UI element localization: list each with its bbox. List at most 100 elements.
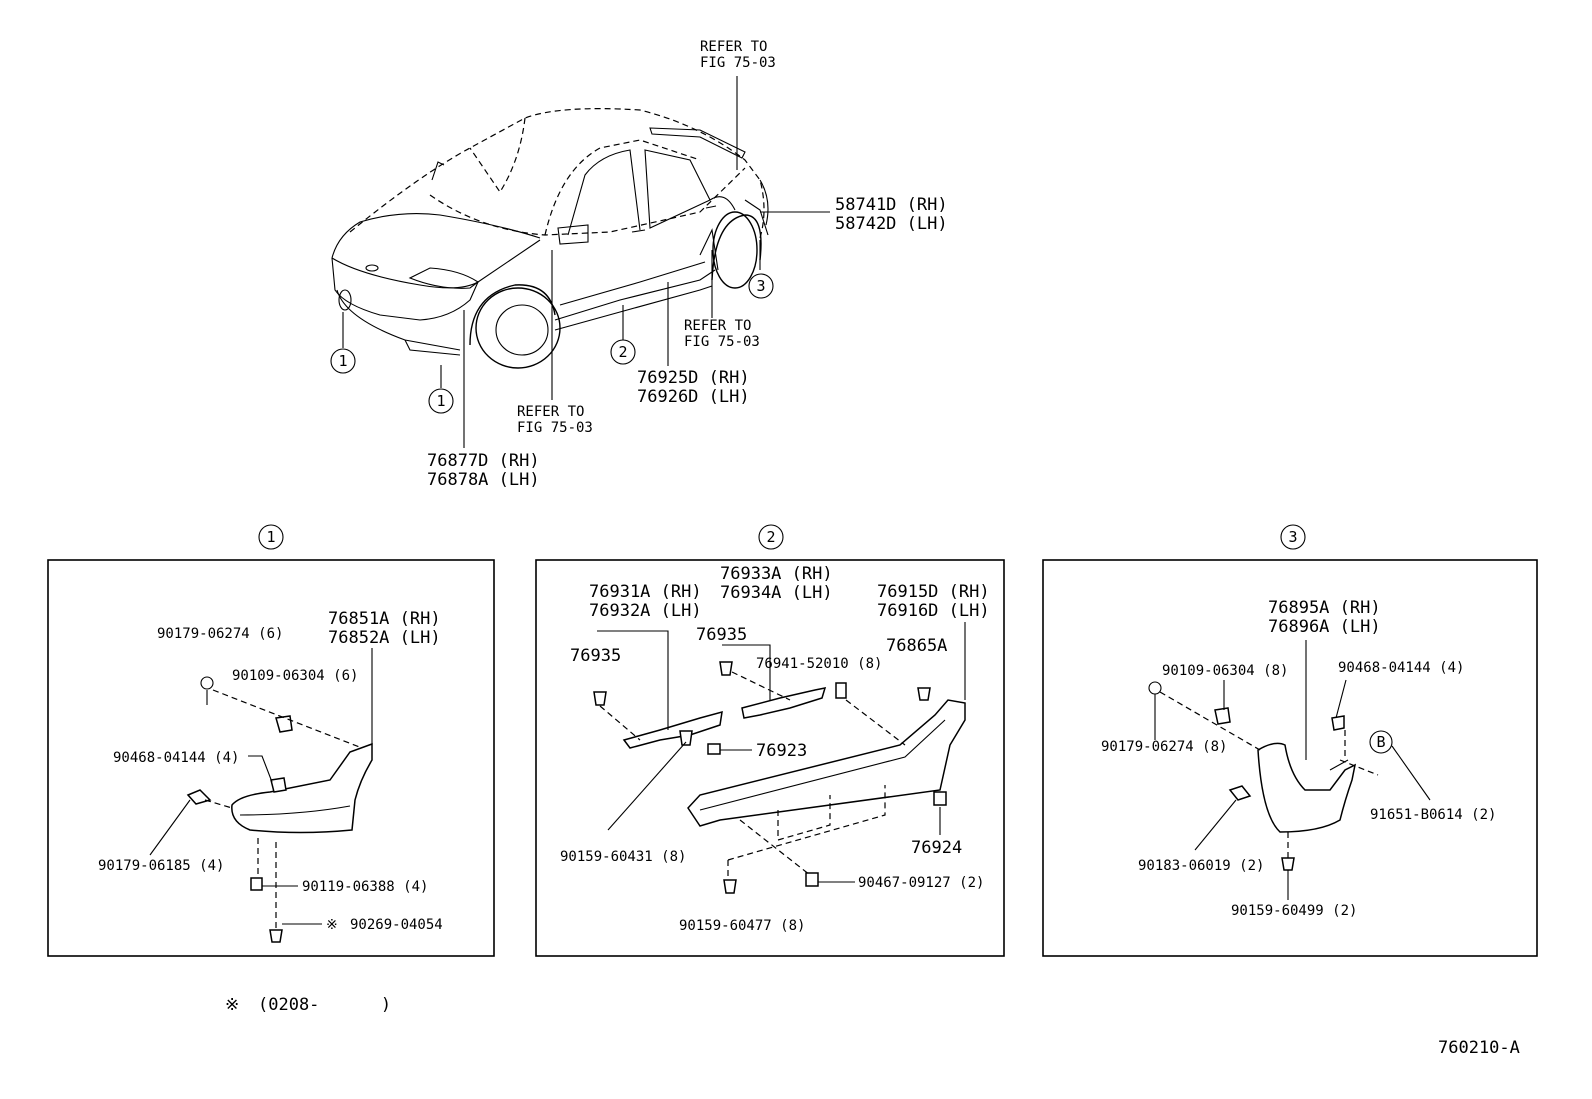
p2-part-90467-09127: 90467-09127 (2) (858, 875, 984, 891)
p1-part-90119-06388: 90119-06388 (4) (302, 879, 428, 895)
ref-rear-line2: FIG 75-03 (700, 55, 776, 71)
screw-90159-60431 (679, 730, 693, 746)
p3-part-90179-06274: 90179-06274 (8) (1101, 739, 1227, 755)
side-skirt-rh: 76925D (RH) (637, 368, 750, 388)
clip-90179-06274 (200, 676, 214, 690)
p2-part-76923: 76923 (756, 741, 807, 761)
ref-rear-line1: REFER TO (700, 39, 767, 55)
overview-leaders (342, 76, 830, 448)
bolt-90119-06388 (250, 877, 263, 891)
p3-part-90183-06019: 90183-06019 (2) (1138, 858, 1264, 874)
bracket-a-lh: 76932A (LH) (589, 601, 702, 621)
panel-1-frame (47, 559, 495, 957)
bracket-76931a (622, 710, 723, 749)
ref-rear: REFER TO FIG 75-03 (700, 39, 776, 71)
mudguard-rh: 76895A (RH) (1268, 598, 1381, 618)
p2-part-90159-60477: 90159-60477 (8) (679, 918, 805, 934)
p1-part-90269-04054: 90269-04054 (350, 917, 443, 933)
nut-90468-04144 (270, 777, 287, 793)
front-mudguard-rh: 76877D (RH) (427, 451, 540, 471)
clip-90183-06019 (1228, 785, 1252, 801)
bracket-b-rh: 76933A (RH) (720, 564, 833, 584)
p1-mark: ※ (326, 917, 338, 933)
bracket-76933a (741, 687, 827, 719)
diagram-code: 760210-A (1438, 1038, 1520, 1058)
footnote-mark: ※ (225, 995, 239, 1015)
clip-76924 (933, 791, 947, 806)
callout-1a-text: 1 (338, 352, 347, 370)
p3-part-90159-60499: 90159-60499 (2) (1231, 903, 1357, 919)
panel-2-frame (535, 559, 1005, 957)
clip-90179-06274 (1148, 681, 1162, 695)
rivet-90269-04054 (269, 929, 283, 943)
panel-2-header: 2 (766, 528, 775, 546)
ref-mid: REFER TO FIG 75-03 (684, 318, 760, 350)
callout-3-text: 3 (756, 277, 765, 295)
callout-3: 3 (748, 273, 774, 299)
screw-90109-06304 (275, 715, 293, 733)
panel-3: 3 B 76895A (RH) 76896A (LH) 90109-06304 … (1042, 524, 1538, 957)
letter-b: B (1376, 733, 1385, 751)
skirt-lh: 76916D (LH) (877, 601, 990, 621)
bracket-a-rh: 76931A (RH) (589, 582, 702, 602)
screw-90109-06304 (1214, 707, 1231, 725)
panel-1-header: 1 (266, 528, 275, 546)
ref-front-line2: FIG 75-03 (517, 420, 593, 436)
screw-90159-60477 (723, 879, 737, 894)
front-mudguard-lh: 76878A (LH) (427, 470, 540, 490)
ref-mid-line2: FIG 75-03 (684, 334, 760, 350)
p1-part-90468-04144: 90468-04144 (4) (113, 750, 239, 766)
callout-1a: 1 (330, 348, 356, 374)
ref-mid-line1: REFER TO (684, 318, 751, 334)
callout-2-text: 2 (618, 343, 627, 361)
screw-90467-09127 (805, 872, 819, 887)
rear-mudguard-label: 58741D (RH) 58742D (LH) (835, 195, 948, 234)
bracket-b-lh: 76934A (LH) (720, 583, 833, 603)
front-spoiler-part (231, 742, 373, 834)
p3-part-90468-04144: 90468-04144 (4) (1338, 660, 1464, 676)
clip-90179-06185 (186, 789, 212, 805)
callout-2: 2 (610, 339, 636, 365)
p2-part-90159-60431: 90159-60431 (8) (560, 849, 686, 865)
side-skirt-part (687, 699, 966, 827)
side-skirt-label: 76925D (RH) 76926D (LH) (637, 368, 750, 407)
p2-part-76935-a: 76935 (570, 646, 621, 666)
callout-1b: 1 (428, 388, 454, 414)
callout-1b-text: 1 (436, 392, 445, 410)
p1-part-90109-06304: 90109-06304 (6) (232, 668, 358, 684)
rear-mudguard-rh: 58741D (RH) (835, 195, 948, 215)
clip-76935-b (719, 661, 733, 676)
spoiler-lh: 76852A (LH) (328, 628, 441, 648)
panel-3-header: 3 (1288, 528, 1297, 546)
ref-front-line1: REFER TO (517, 404, 584, 420)
nut-90468-04144 (1331, 715, 1345, 731)
p2-part-76941-52010: 76941-52010 (8) (756, 656, 882, 672)
p3-part-91651-b0614: 91651-B0614 (2) (1370, 807, 1496, 823)
p3-part-90109-06304: 90109-06304 (8) (1162, 663, 1288, 679)
clip-76935-a (593, 691, 607, 706)
p2-part-76865a: 76865A (886, 636, 947, 656)
rear-mudguard-lh: 58742D (LH) (835, 214, 948, 234)
side-skirt-lh: 76926D (LH) (637, 387, 750, 407)
p2-part-76924: 76924 (911, 838, 962, 858)
letter-b-circle (1369, 730, 1393, 754)
p2-part-76935-b: 76935 (696, 625, 747, 645)
panel-1: 1 76851A (RH) 76852A (LH) 90179-06274 (6… (47, 524, 495, 957)
clip-76865a (917, 687, 931, 701)
spoiler-rh: 76851A (RH) (328, 609, 441, 629)
p1-part-90179-06274: 90179-06274 (6) (157, 626, 283, 642)
footnote-range: (0208- ) (258, 995, 391, 1015)
panel-2: 2 76931A (RH) 76932A (535, 524, 1005, 957)
nut-76923 (707, 743, 721, 755)
screw-90159-60499 (1281, 857, 1295, 871)
skirt-rh: 76915D (RH) (877, 582, 990, 602)
ref-front: REFER TO FIG 75-03 (517, 404, 593, 436)
car-overview-illustration (331, 108, 769, 369)
panel-3-frame (1042, 559, 1538, 957)
p1-part-90179-06185: 90179-06185 (4) (98, 858, 224, 874)
rear-mudguard-part (1257, 742, 1357, 833)
mudguard-lh: 76896A (LH) (1268, 617, 1381, 637)
front-mudguard-label: 76877D (RH) 76878A (LH) (427, 451, 540, 490)
